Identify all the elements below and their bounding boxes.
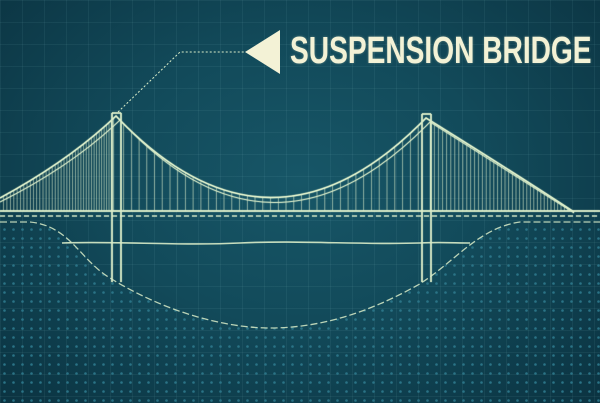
callout-leader-line <box>117 51 244 113</box>
left-tower <box>111 112 122 282</box>
right-tower <box>421 113 432 282</box>
main-cable <box>0 115 575 213</box>
water-line <box>61 241 471 245</box>
left-pointing-triangle-icon <box>245 30 280 74</box>
riverbed-outline <box>0 221 600 329</box>
diagram-title: SUSPENSION BRIDGE <box>290 30 592 72</box>
bridge-hangers <box>3 118 568 211</box>
riverbed-ground <box>0 222 600 403</box>
main-cable-rear <box>0 119 575 214</box>
